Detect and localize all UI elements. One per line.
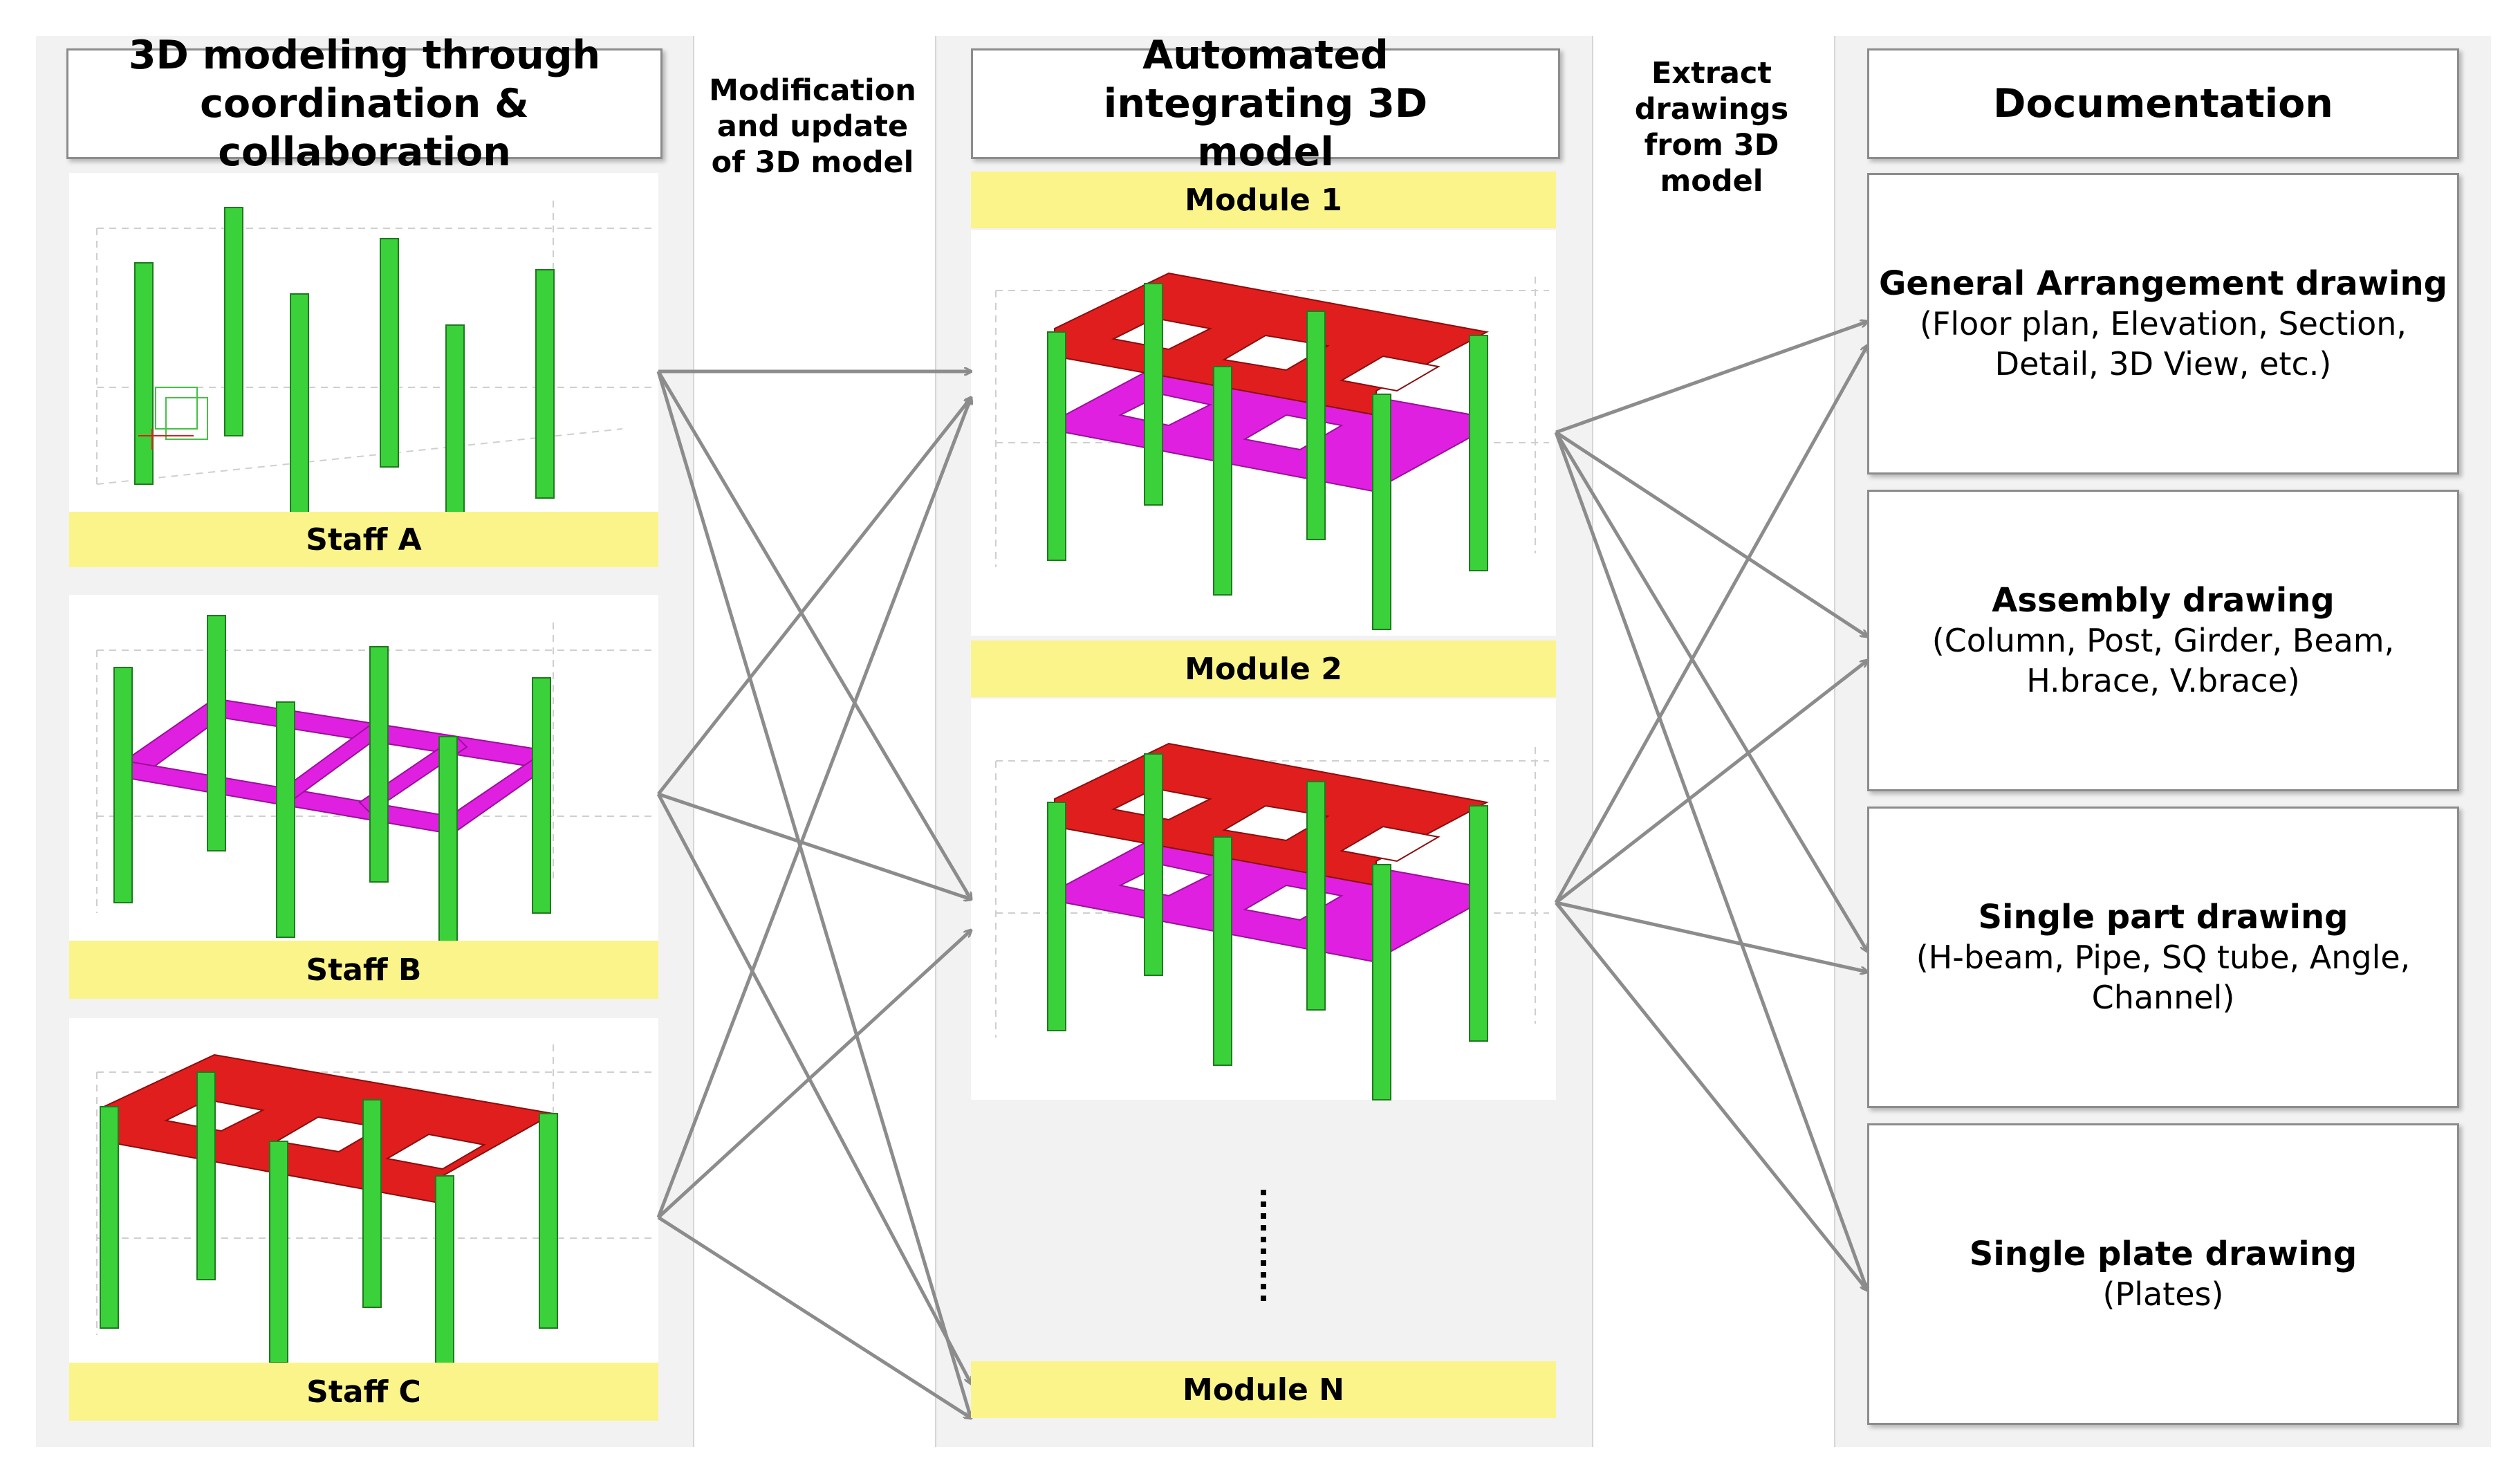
girder-opening [1340, 355, 1440, 392]
column [1213, 836, 1232, 1066]
arrow [1555, 901, 1867, 972]
girder-opening [1222, 804, 1330, 842]
girder-opening [385, 1133, 486, 1170]
column [369, 646, 389, 883]
arrow [1554, 431, 1867, 951]
axis-marker-icon [138, 429, 194, 450]
doc-subtitle: (Plates) [2102, 1275, 2224, 1313]
doc-single-part: Single part drawing (H-beam, Pipe, SQ tu… [1867, 807, 2459, 1108]
staff-c-label: Staff C [69, 1363, 658, 1421]
staff-b-label: Staff B [69, 941, 658, 999]
header-modeling: 3D modeling through coordination & colla… [66, 33, 663, 175]
column [362, 1099, 382, 1308]
doc-subtitle: (H-beam, Pipe, SQ tube, Angle, Channel) [1916, 939, 2411, 1016]
staff-b-panel [69, 595, 658, 996]
column [1213, 366, 1232, 596]
arrow [656, 370, 971, 899]
header-documentation-text: Documentation [1993, 81, 2333, 127]
staff-c-model [100, 1053, 558, 1398]
doc-title: General Arrangement drawing [1878, 264, 2448, 303]
column [224, 207, 243, 436]
column [532, 677, 551, 914]
staff-b-model [113, 615, 551, 973]
module-1-label: Module 1 [971, 172, 1556, 228]
doc-subtitle: (Column, Post, Girder, Beam, H.brace, V.… [1931, 622, 2395, 699]
column [539, 1113, 558, 1329]
column-divider [1834, 36, 1835, 1447]
column [100, 1106, 119, 1329]
module-1-model [1047, 272, 1490, 630]
arrow [656, 398, 971, 1218]
module-n-label: Module N [971, 1361, 1556, 1418]
module-2-label: Module 2 [971, 641, 1556, 697]
column [134, 262, 154, 485]
column [380, 238, 399, 468]
modification-arrows [656, 370, 971, 1418]
column [1144, 753, 1163, 976]
column [269, 1141, 288, 1363]
header-documentation: Documentation [1867, 48, 2459, 159]
girder-opening [1340, 825, 1440, 863]
doc-general-arrangement: General Arrangement drawing (Floor plan,… [1867, 173, 2459, 475]
arrow [658, 792, 971, 899]
arrow [1555, 430, 1867, 636]
arrow [1555, 901, 1867, 1290]
doc-title: Single part drawing [1978, 898, 2348, 937]
arrow [1554, 432, 1867, 1290]
arrow [657, 398, 971, 795]
column [1469, 335, 1488, 571]
axis-cube-icon [155, 387, 208, 440]
column [535, 269, 555, 499]
staff-a-model [134, 207, 555, 554]
arrow [657, 1215, 971, 1418]
column [113, 667, 133, 903]
doc-single-plate: Single plate drawing (Plates) [1867, 1123, 2459, 1425]
column-divider [693, 36, 694, 1447]
module-2-model [1047, 742, 1490, 1100]
arrow [657, 930, 971, 1219]
column [1372, 864, 1391, 1100]
column-divider [935, 36, 936, 1447]
arrow [1554, 346, 1867, 904]
column [1306, 781, 1326, 1011]
column [1372, 394, 1391, 630]
column [196, 1071, 216, 1280]
arrow [656, 371, 971, 1418]
column [290, 293, 309, 516]
doc-title: Assembly drawing [1992, 581, 2335, 620]
column [1469, 805, 1488, 1042]
column [207, 615, 226, 851]
girder-opening [1222, 334, 1330, 371]
staff-a-panel [69, 173, 658, 567]
column [1306, 311, 1326, 540]
doc-subtitle: (Floor plan, Elevation, Section, Detail,… [1919, 305, 2407, 383]
column-divider [1592, 36, 1593, 1447]
arrow [656, 793, 971, 1383]
extract-label: Extract drawings from 3D model [1634, 56, 1789, 199]
extraction-arrows [1554, 322, 1867, 1290]
doc-title: Single plate drawing [1969, 1235, 2357, 1273]
column [1144, 283, 1163, 506]
staff-a-label: Staff A [69, 512, 658, 567]
header-modeling-text: 3D modeling through coordination & colla… [128, 33, 601, 175]
doc-assembly: Assembly drawing (Column, Post, Girder, … [1867, 490, 2459, 791]
column [1047, 331, 1066, 561]
column [1047, 802, 1066, 1031]
arrow [1555, 322, 1867, 434]
modification-label: Modification and update of 3D model [709, 73, 916, 180]
column [438, 736, 458, 973]
header-integrating-text: Automated integrating 3D model [1103, 33, 1428, 175]
header-integrating: Automated integrating 3D model [971, 33, 1560, 175]
column [276, 701, 295, 938]
arrow [1555, 661, 1867, 904]
